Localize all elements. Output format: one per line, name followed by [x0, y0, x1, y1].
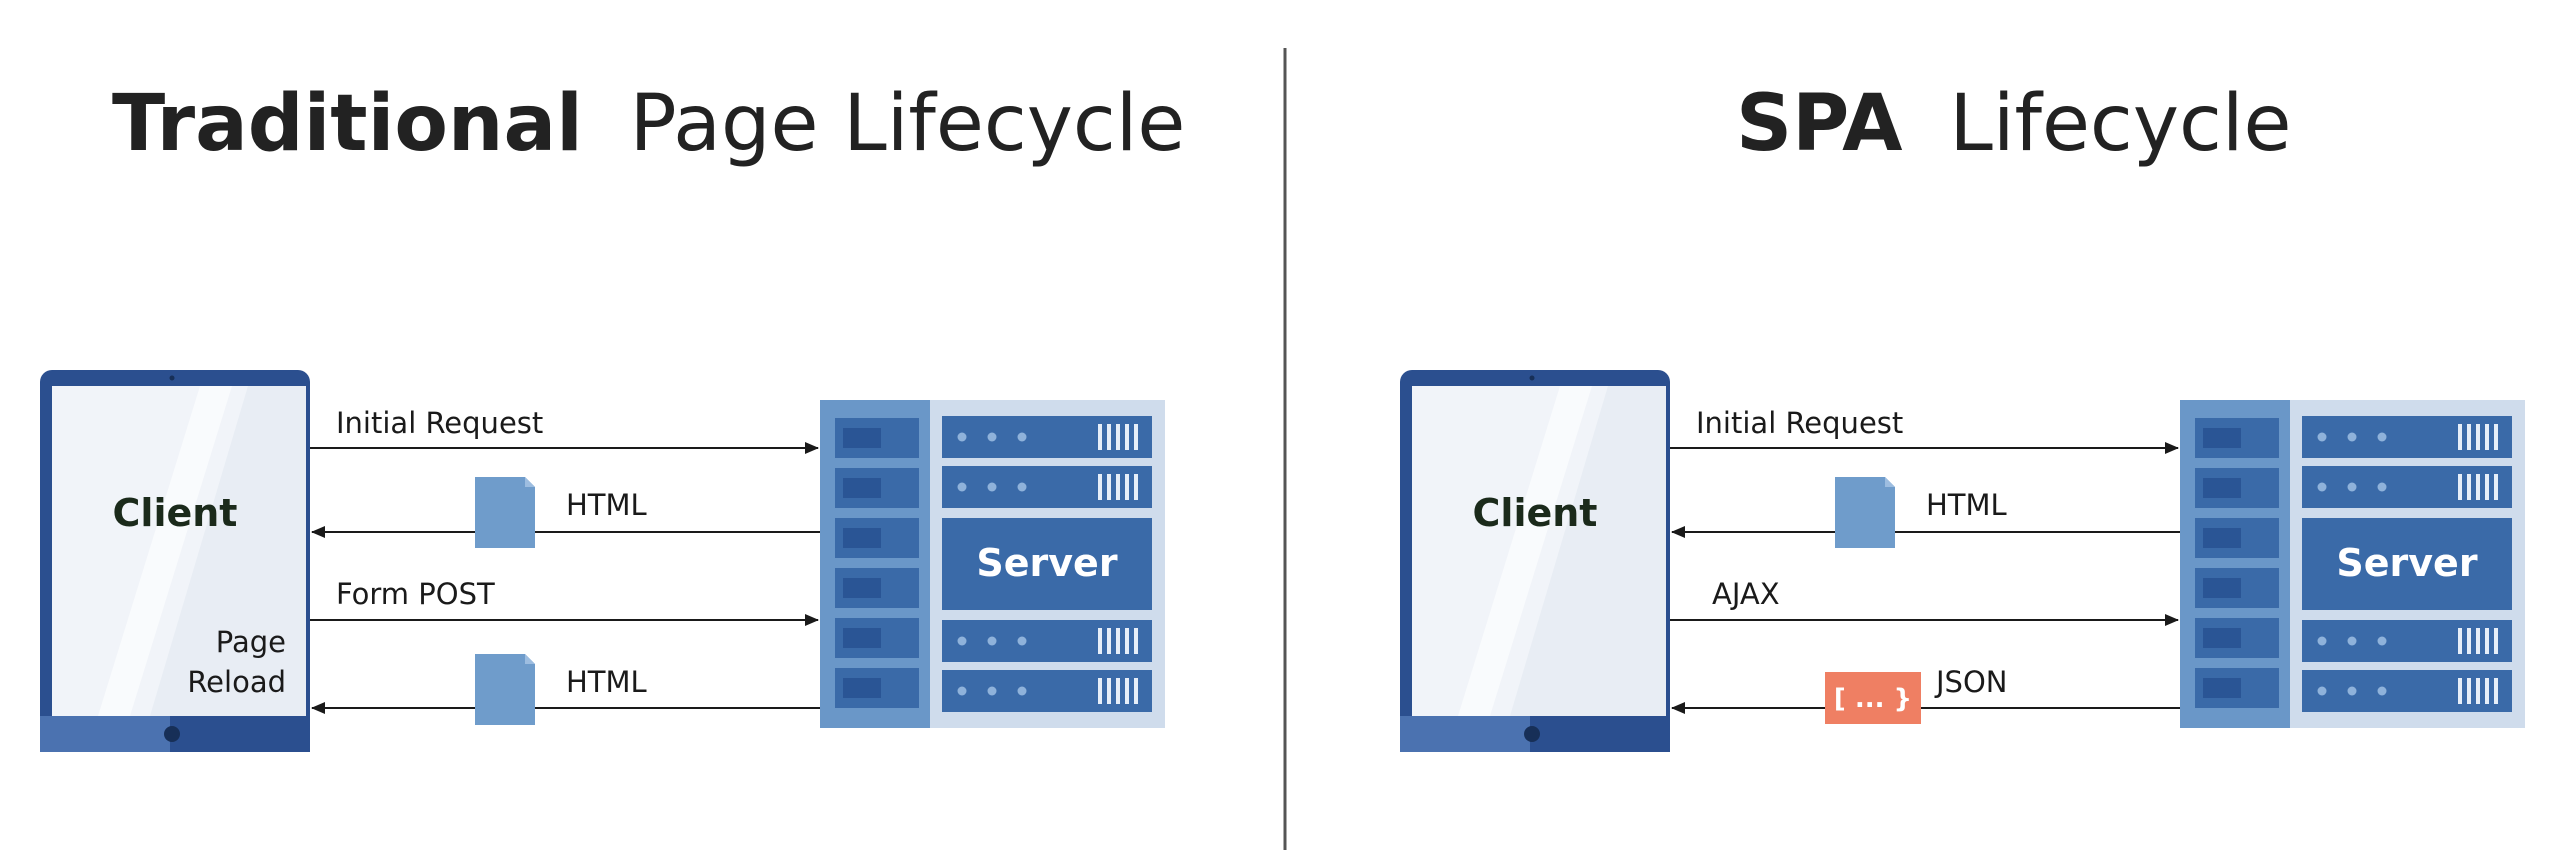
left-page-reload-line1: Page: [216, 625, 286, 659]
right-arrow-initial-request: Initial Request: [1670, 406, 2179, 454]
left-arrow-form-post: Form POST: [310, 577, 819, 626]
right-title-rest: Lifecycle: [1949, 79, 2291, 169]
left-arrow-1-label: Initial Request: [336, 406, 543, 440]
right-arrow-html: HTML: [1671, 477, 2180, 548]
right-arrow-ajax: AJAX: [1670, 577, 2179, 626]
left-server: Server: [820, 400, 1165, 728]
left-title: Traditional Page Lifecycle: [112, 79, 1185, 169]
right-client-device: Client: [1400, 370, 1670, 752]
left-title-bold: Traditional: [112, 79, 583, 169]
right-arrow-2-label: HTML: [1926, 488, 2007, 522]
document-icon: [475, 654, 535, 725]
left-client-label: Client: [113, 491, 238, 535]
right-panel: Client Server: [1400, 370, 2525, 752]
right-arrow-json: [ ... } JSON: [1671, 665, 2180, 724]
right-server-label: Server: [2336, 541, 2477, 585]
left-page-reload-line2: Reload: [187, 665, 286, 699]
left-panel: Client Page Reload: [40, 370, 1165, 752]
left-arrow-3-label: Form POST: [336, 577, 495, 611]
document-icon: [475, 477, 535, 548]
document-icon: [1835, 477, 1895, 548]
home-button-icon: [164, 726, 180, 742]
left-arrow-initial-request: Initial Request: [310, 406, 819, 454]
left-arrow-html-1: HTML: [311, 477, 820, 548]
right-arrow-4-label: JSON: [1934, 665, 2007, 699]
left-title-rest: Page Lifecycle: [630, 79, 1186, 169]
right-title: SPA Lifecycle: [1736, 79, 2292, 169]
camera-icon: [1529, 375, 1535, 381]
left-arrow-2-label: HTML: [566, 488, 647, 522]
right-title-bold: SPA: [1736, 79, 1903, 169]
left-client-device: Client Page Reload: [40, 370, 310, 752]
left-arrow-4-label: HTML: [566, 665, 647, 699]
right-arrow-1-label: Initial Request: [1696, 406, 1903, 440]
right-client-label: Client: [1473, 491, 1598, 535]
left-server-units: Server: [942, 416, 1152, 712]
home-button-icon: [1524, 726, 1540, 742]
left-arrow-html-2: HTML: [311, 654, 820, 725]
right-server: Server: [2180, 400, 2525, 728]
json-icon: [1825, 672, 1921, 724]
json-icon-text: [ ... }: [1834, 684, 1912, 714]
right-server-units: Server: [2302, 416, 2512, 712]
right-arrow-3-label: AJAX: [1712, 577, 1780, 611]
camera-icon: [169, 375, 175, 381]
left-server-label: Server: [976, 541, 1117, 585]
